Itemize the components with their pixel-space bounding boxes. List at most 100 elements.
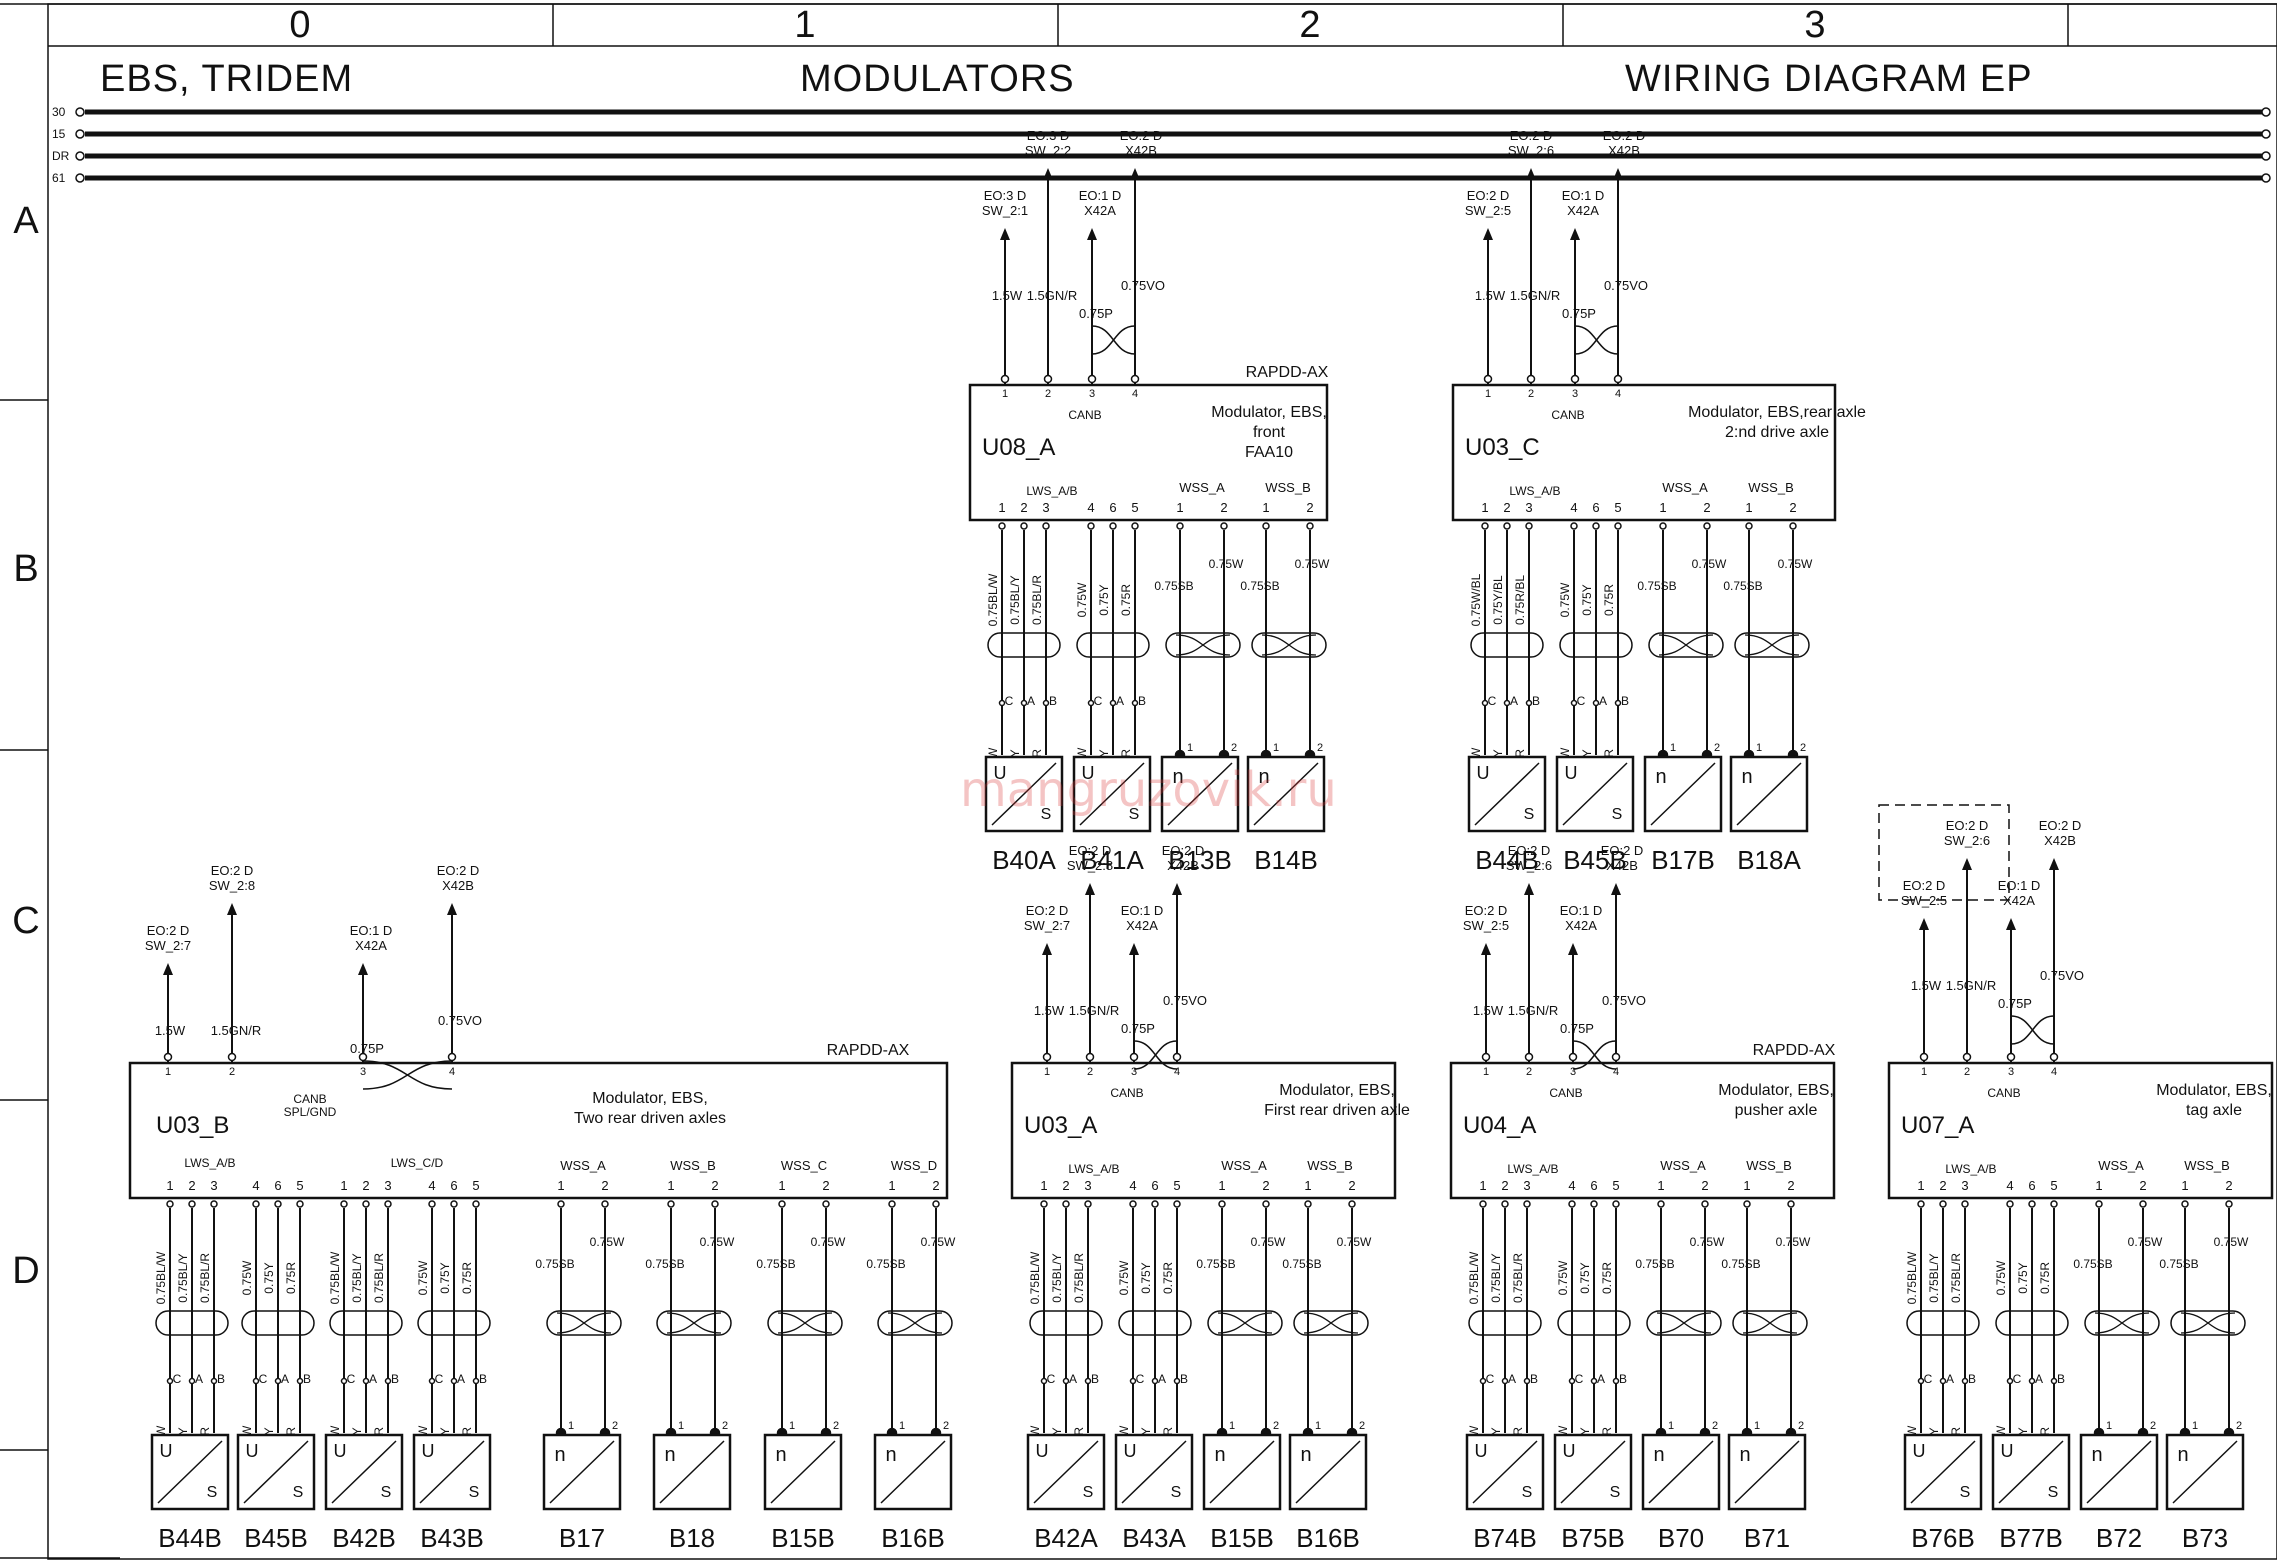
sensor-label: B16B xyxy=(881,1523,945,1553)
wire-label: 0.75Y/BL xyxy=(1491,575,1505,625)
connector-pin xyxy=(1129,1200,1137,1208)
connector-pin xyxy=(1042,1052,1052,1062)
pin-number: 2 xyxy=(1503,500,1510,515)
column-header-0: 0 xyxy=(289,4,311,46)
busbar-terminal xyxy=(75,173,85,183)
row-header-b: B xyxy=(13,548,39,590)
busbar-terminal xyxy=(2261,107,2271,117)
connector-pin xyxy=(2181,1200,2189,1208)
pin-number: 1 xyxy=(998,500,1005,515)
pin-number: 2 xyxy=(833,1420,839,1432)
sensor-diagonal xyxy=(1998,1440,2064,1504)
modulator-id: U03_B xyxy=(156,1112,229,1139)
sensor-label: B16B xyxy=(1296,1523,1360,1553)
pin-number: 1 xyxy=(2192,1420,2198,1432)
connection-ref: EO:2 D xyxy=(1120,128,1163,143)
wire-label: 0.75R/BL xyxy=(1513,575,1527,625)
sensor-letter-s: S xyxy=(1610,1484,1621,1501)
wire-core-letter: A xyxy=(1027,694,1035,708)
wss-label: WSS_B xyxy=(1748,480,1794,495)
wire-label: 0.75VO xyxy=(438,1013,482,1028)
wire-core-letter: B xyxy=(1138,694,1146,708)
connection-ref: SW_2:2 xyxy=(1025,143,1071,158)
connector-pin xyxy=(1062,1200,1070,1208)
pin-number: 2 xyxy=(1501,1178,1508,1193)
sensor-letter-s: S xyxy=(1083,1484,1094,1501)
connector-pin xyxy=(1659,522,1667,530)
wire-splice xyxy=(1042,699,1050,707)
pin-number: 5 xyxy=(2050,1178,2057,1193)
sensor-label: B42B xyxy=(332,1523,396,1553)
sensor-letter-u: U xyxy=(1124,1441,1137,1461)
connector-pin xyxy=(1611,1052,1621,1062)
sensor-letter-s: S xyxy=(1960,1484,1971,1501)
pin-number: 1 xyxy=(1044,1066,1050,1078)
wire-label: 0.75W xyxy=(1075,582,1089,617)
connector-pin xyxy=(1526,374,1536,384)
pin-number: 2 xyxy=(1306,500,1313,515)
wire-splice xyxy=(1087,699,1095,707)
sensor-diagonal xyxy=(991,762,1057,826)
wire-label: 0.75SB xyxy=(1637,579,1676,593)
sensor-label: B77B xyxy=(1999,1523,2063,1553)
pin-number: 2 xyxy=(1317,742,1323,754)
wire-splice xyxy=(1570,699,1578,707)
wire-core-letter: A xyxy=(1946,1372,1954,1386)
sensor-label: B73 xyxy=(2182,1523,2228,1553)
connector-pin xyxy=(1568,1052,1578,1062)
arrow-up-icon xyxy=(1483,228,1493,240)
connection-ref: EO:2 D xyxy=(1467,188,1510,203)
connector-pin xyxy=(210,1200,218,1208)
sensor-letter-n: n xyxy=(1172,766,1183,788)
connection-ref: EO:1 D xyxy=(1079,188,1122,203)
wire-label: 0.75W xyxy=(1690,1235,1725,1249)
pin-number: 3 xyxy=(384,1178,391,1193)
wire-label: 0.75R xyxy=(1602,584,1616,616)
canb-label: CANB xyxy=(1987,1086,2020,1100)
wire-label: 0.75BL/R xyxy=(198,1253,212,1303)
arrow-up-icon xyxy=(1042,943,1052,955)
pin-number: 4 xyxy=(2006,1178,2013,1193)
connector-pin xyxy=(340,1200,348,1208)
wss-label: WSS_A xyxy=(1221,1158,1267,1173)
wire-core-letter: B xyxy=(217,1372,225,1386)
cable-sheath xyxy=(1029,1310,1103,1336)
wire-splice xyxy=(1040,1377,1048,1385)
sensor-letter-u: U xyxy=(2001,1441,2014,1461)
twisted-pair-icon xyxy=(1744,634,1800,656)
watermark: mangruzovik.ru xyxy=(960,762,1337,818)
connector-pin xyxy=(1570,522,1578,530)
cable-sheath xyxy=(155,1310,229,1336)
pin-number: 1 xyxy=(1262,500,1269,515)
connection-ref: X42B xyxy=(1125,143,1157,158)
wire-splice xyxy=(1479,1377,1487,1385)
connector-pin xyxy=(2050,1200,2058,1208)
wire-label: 0.75SB xyxy=(1721,1257,1760,1271)
modulator-u03-c xyxy=(1451,383,1837,522)
diagram-title-left: EBS, TRIDEM xyxy=(100,58,354,100)
wire-label: 0.75P xyxy=(1121,1021,1155,1036)
connection-ref: EO:2 D xyxy=(1465,903,1508,918)
lws-label: LWS_A/B xyxy=(1945,1162,1996,1176)
connector-pin xyxy=(274,1200,282,1208)
pin-number: 1 xyxy=(340,1178,347,1193)
wire-label: 0.75W xyxy=(2128,1235,2163,1249)
wire-splice xyxy=(2006,1377,2014,1385)
sensor-letter-n: n xyxy=(1653,1444,1664,1466)
cable-sheath xyxy=(1557,1310,1631,1336)
pin-number: 3 xyxy=(1084,1178,1091,1193)
connector-pin xyxy=(2006,1200,2014,1208)
pin-number: 1 xyxy=(678,1420,684,1432)
lws-label: LWS_A/B xyxy=(1068,1162,1119,1176)
arrow-up-icon xyxy=(1611,883,1621,895)
connection-ref: EO:1 D xyxy=(1998,878,2041,893)
wire-label: 0.75SB xyxy=(1154,579,1193,593)
pin-number: 2 xyxy=(1262,1178,1269,1193)
wire-core-letter: B xyxy=(303,1372,311,1386)
sensor-letter-n: n xyxy=(2177,1444,2188,1466)
wire-label: 0.75R xyxy=(1161,1262,1175,1294)
pin-number: 2 xyxy=(1526,1066,1532,1078)
sensor-letter-n: n xyxy=(2091,1444,2102,1466)
row-header-c: C xyxy=(12,900,40,942)
